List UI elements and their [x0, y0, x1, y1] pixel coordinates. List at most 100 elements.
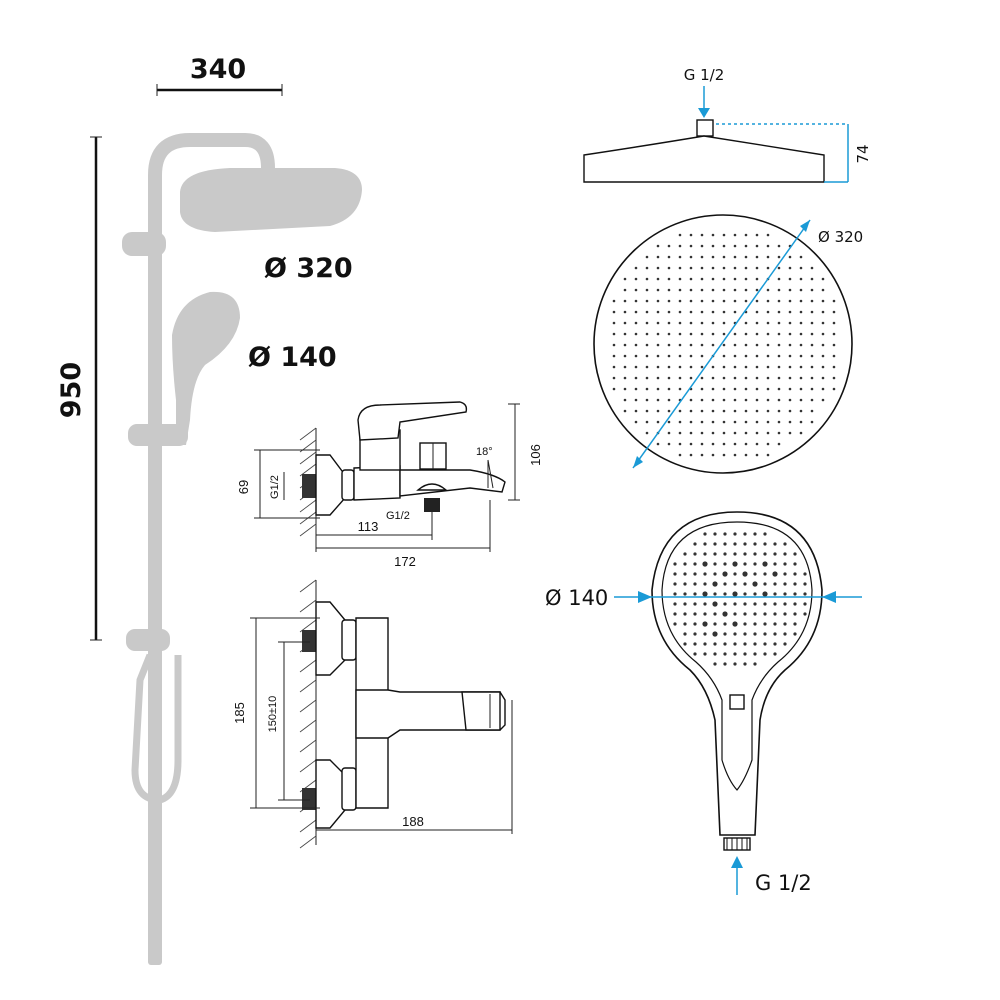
nozzle-dot	[683, 552, 687, 556]
nozzle-dot	[711, 299, 715, 303]
nozzle-dot	[623, 409, 627, 413]
nozzle-dot	[783, 622, 787, 626]
nozzle-dot	[667, 255, 671, 259]
nozzle-dot	[773, 622, 777, 626]
nozzle-dot	[744, 431, 748, 435]
nozzle-dot	[783, 642, 787, 646]
dimension-340: 340	[156, 54, 283, 96]
nozzle-dot	[703, 542, 707, 546]
nozzle-dot	[678, 409, 682, 413]
nozzle-dot	[783, 612, 787, 616]
nozzle-dot	[712, 601, 718, 607]
nozzle-dot	[722, 453, 726, 457]
nozzle-dot	[711, 233, 715, 237]
nozzle-dot	[766, 365, 770, 369]
nozzle-dot	[656, 266, 660, 270]
nozzle-dot	[799, 332, 803, 336]
nozzle-dot	[733, 244, 737, 248]
nozzle-dot	[713, 562, 717, 566]
nozzle-dot	[733, 299, 737, 303]
nozzle-dot	[753, 612, 757, 616]
nozzle-dot	[693, 652, 697, 656]
nozzle-dot	[810, 398, 814, 402]
nozzle-dot	[732, 621, 738, 627]
nozzle-dot	[783, 592, 787, 596]
nozzle-dot	[689, 442, 693, 446]
nozzle-dot	[810, 321, 814, 325]
nozzle-dot	[722, 299, 726, 303]
nozzle-dot	[763, 542, 767, 546]
nozzle-dot	[777, 255, 781, 259]
nozzle-dot	[711, 431, 715, 435]
nozzle-dot	[777, 365, 781, 369]
overhead-nozzles	[612, 233, 836, 457]
nozzle-dot	[783, 562, 787, 566]
nozzle-dot	[821, 288, 825, 292]
nozzle-dot	[673, 602, 677, 606]
nozzle-dot	[733, 642, 737, 646]
nozzle-dot	[700, 299, 704, 303]
nozzle-dot	[821, 387, 825, 391]
nozzle-dot	[667, 288, 671, 292]
nozzle-dot	[722, 255, 726, 259]
nozzle-dot	[733, 552, 737, 556]
dimension-950: 950	[56, 136, 102, 641]
nozzle-dot	[700, 233, 704, 237]
nozzle-dot	[678, 244, 682, 248]
nozzle-dot	[744, 376, 748, 380]
nozzle-dot	[733, 387, 737, 391]
nozzle-dot	[667, 420, 671, 424]
nozzle-dot	[733, 532, 737, 536]
nozzle-dot	[803, 592, 807, 596]
nozzle-dot	[762, 561, 768, 567]
nozzle-dot	[656, 244, 660, 248]
nozzle-dot	[683, 642, 687, 646]
nozzle-dot	[667, 343, 671, 347]
nozzle-dot	[689, 398, 693, 402]
nozzle-dot	[752, 581, 758, 587]
nozzle-dot	[683, 582, 687, 586]
nozzle-dot	[683, 612, 687, 616]
nozzle-dot	[821, 321, 825, 325]
nozzle-dot	[678, 420, 682, 424]
nozzle-dot	[832, 332, 836, 336]
nozzle-dot	[689, 244, 693, 248]
nozzle-dot	[623, 310, 627, 314]
nozzle-dot	[733, 376, 737, 380]
nozzle-dot	[678, 354, 682, 358]
nozzle-dot	[788, 398, 792, 402]
nozzle-dot	[793, 592, 797, 596]
nozzle-dot	[722, 343, 726, 347]
nozzle-dot	[678, 288, 682, 292]
nozzle-dot	[755, 442, 759, 446]
nozzle-dot	[777, 431, 781, 435]
nozzle-dot	[722, 277, 726, 281]
nozzle-dot	[799, 420, 803, 424]
nozzle-dot	[733, 409, 737, 413]
nozzle-dot	[733, 652, 737, 656]
nozzle-dot	[634, 332, 638, 336]
nozzle-dot	[713, 652, 717, 656]
nozzle-dot	[700, 398, 704, 402]
overhead-shower-face: Ø 320	[593, 214, 863, 474]
nozzle-dot	[713, 542, 717, 546]
nozzle-dot	[673, 572, 677, 576]
nozzle-dot	[712, 581, 718, 587]
nozzle-dot	[623, 277, 627, 281]
nozzle-dot	[711, 332, 715, 336]
nozzle-dot	[713, 552, 717, 556]
nozzle-dot	[700, 288, 704, 292]
top-height-label: 185	[232, 702, 247, 724]
nozzle-dot	[693, 602, 697, 606]
nozzle-dot	[744, 420, 748, 424]
nozzle-dot	[703, 632, 707, 636]
nozzle-dot	[766, 354, 770, 358]
nozzle-dot	[799, 365, 803, 369]
nozzle-dot	[656, 343, 660, 347]
nozzle-dot	[667, 310, 671, 314]
nozzle-dot	[832, 343, 836, 347]
nozzle-dot	[689, 431, 693, 435]
nozzle-dot	[766, 332, 770, 336]
nozzle-dot	[743, 582, 747, 586]
nozzle-dot	[832, 387, 836, 391]
